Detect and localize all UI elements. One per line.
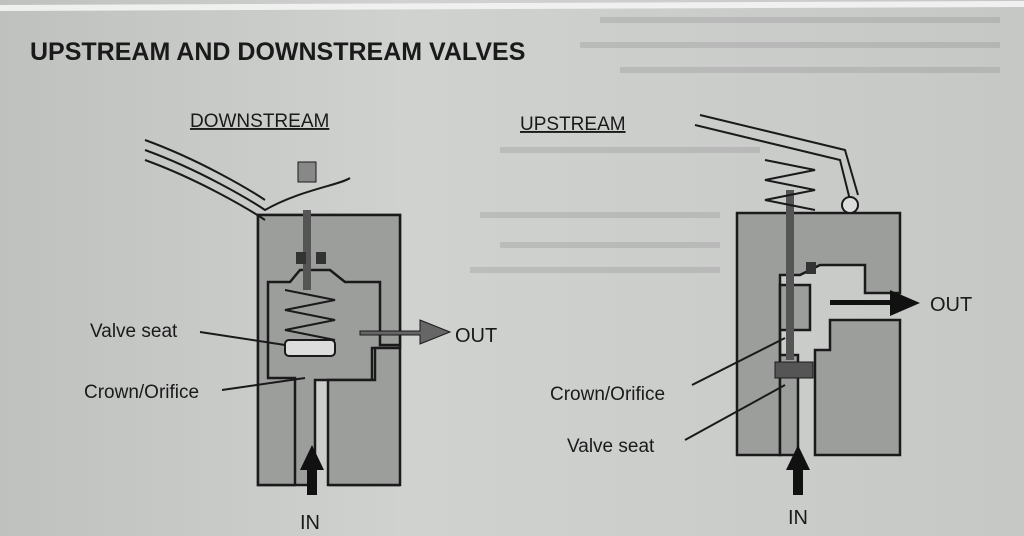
crown <box>284 339 336 357</box>
valve-stem <box>786 190 794 360</box>
out-label: OUT <box>930 294 972 316</box>
crown-orifice-label: Crown/Orifice <box>84 382 199 403</box>
in-label: IN <box>788 507 808 529</box>
downstream-heading: DOWNSTREAM <box>190 111 329 132</box>
upstream-heading: UPSTREAM <box>520 114 626 135</box>
bleed-through-text <box>470 17 1000 273</box>
seal <box>296 252 306 264</box>
downstream-valve: DOWNSTREAM OUT IN Valve seat Crown/Orifi… <box>84 111 497 534</box>
in-arrow <box>300 445 324 495</box>
diagram-title: UPSTREAM AND DOWNSTREAM VALVES <box>30 38 525 66</box>
adjust-nut <box>297 161 317 183</box>
valve-seat-label: Valve seat <box>90 321 178 342</box>
valve-stem <box>303 210 311 290</box>
out-label: OUT <box>455 325 497 347</box>
valve-body-left <box>735 211 902 457</box>
spring <box>764 159 816 211</box>
seal <box>806 262 816 274</box>
in-label: IN <box>300 512 320 534</box>
out-arrow <box>359 319 452 345</box>
out-arrow <box>830 290 920 316</box>
lever <box>694 114 859 201</box>
upstream-valve: UPSTREAM OUT IN Crown/Orifice Valve seat <box>520 114 972 529</box>
pivot <box>841 196 859 214</box>
valve-body-right <box>326 346 402 487</box>
crown-orifice-label: Crown/Orifice <box>550 384 665 405</box>
lever <box>144 149 351 212</box>
valve-body-right <box>813 318 902 457</box>
crown <box>774 361 814 379</box>
page-edge <box>0 1 1024 11</box>
in-arrow <box>786 445 810 495</box>
lever-outline <box>144 139 266 221</box>
valve-seat-label: Valve seat <box>567 436 655 457</box>
spring <box>284 289 336 341</box>
